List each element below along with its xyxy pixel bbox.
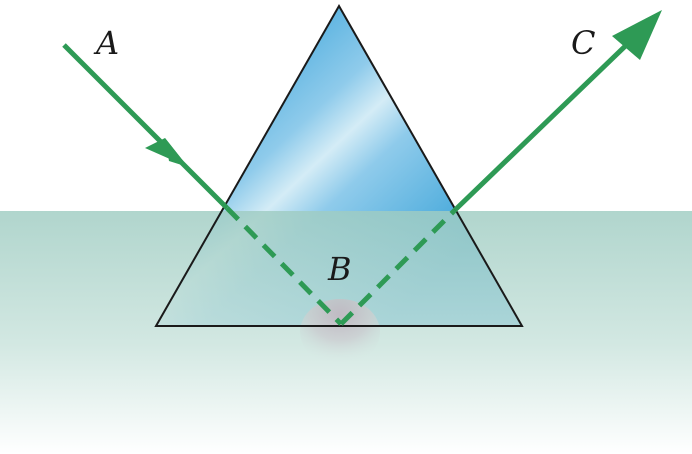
water-region: [0, 211, 692, 454]
incident-arrowhead-fill: [165, 138, 188, 167]
prism-outline: [154, 3, 524, 327]
label-b: B: [327, 250, 352, 288]
internal-ray-in: [225, 206, 343, 326]
internal-ray-out: [339, 208, 457, 326]
incident-ray: [62, 43, 229, 210]
emergent-ray: [453, 28, 644, 212]
label-c: C: [571, 24, 595, 62]
emergent-arrowhead: [612, 10, 662, 60]
label-a: A: [93, 24, 119, 62]
